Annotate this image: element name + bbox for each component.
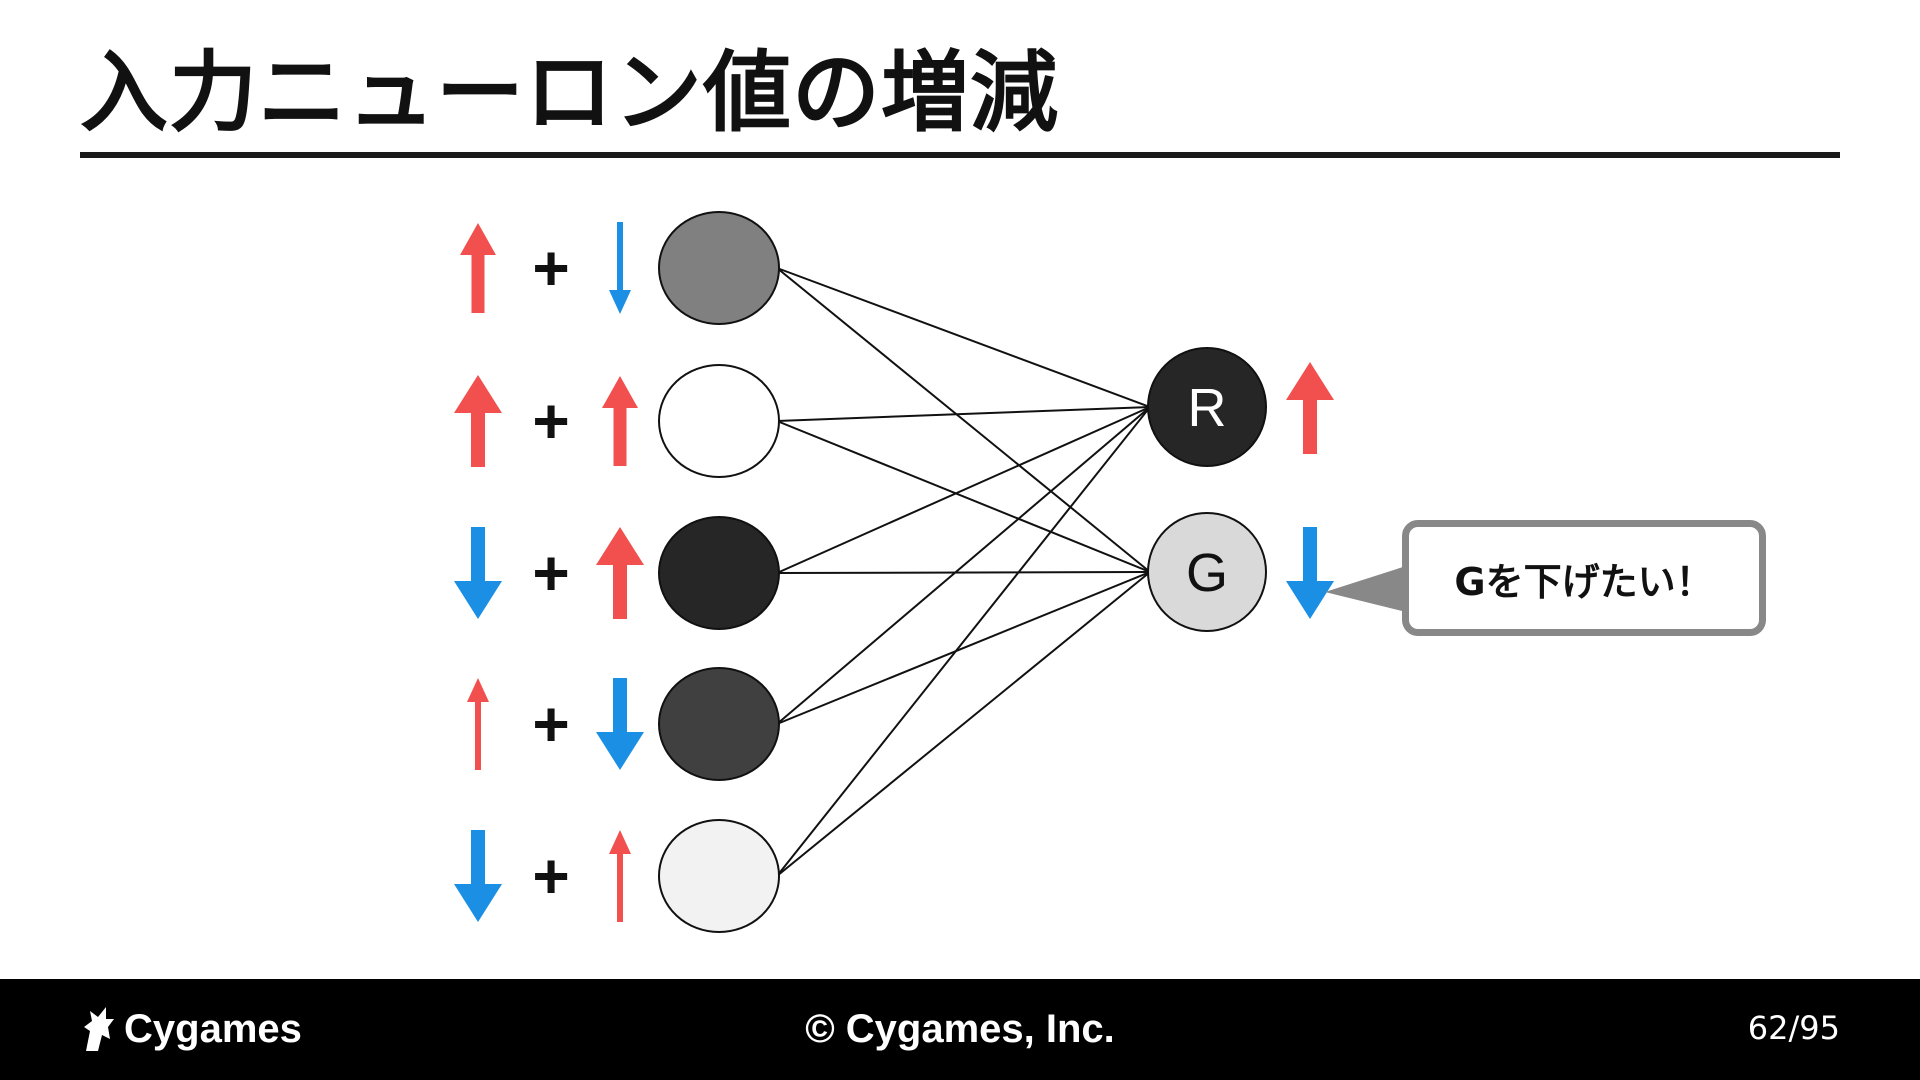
callout-pointer <box>1325 566 1406 612</box>
input-1-right-down-arrow-icon <box>609 222 631 314</box>
input-neuron-2 <box>658 364 780 478</box>
plus-sign: + <box>532 385 569 457</box>
input-neuron-5 <box>658 819 780 933</box>
input-4-right-down-arrow-icon <box>596 678 644 770</box>
slide-title: 入力ニューロン値の増減 <box>80 41 1060 144</box>
page-number: 62/95 <box>1747 1009 1840 1047</box>
copyright-text: © Cygames, Inc. <box>805 1007 1115 1051</box>
input-2-left-up-arrow-icon <box>454 375 502 467</box>
plus-sign: + <box>532 537 569 609</box>
connection-line-1-r <box>776 267 1151 408</box>
footer-bar: Cygames © Cygames, Inc. 62/95 <box>0 979 1920 1080</box>
input-neuron-1 <box>658 211 780 325</box>
input-neuron-4 <box>658 667 780 781</box>
connection-line-5-r <box>776 406 1151 877</box>
input-3-left-down-arrow-icon <box>454 527 502 619</box>
cygames-logo: Cygames <box>80 1001 302 1057</box>
output-r-up-arrow-icon <box>1286 362 1334 454</box>
output-neuron-label-r: R <box>1188 378 1227 438</box>
callout-text: Gを下げたい！ <box>1454 559 1714 604</box>
connection-line-3-g <box>776 571 1151 574</box>
output-neuron-label-g: G <box>1186 543 1228 603</box>
title-underline <box>80 152 1840 158</box>
connection-line-5-g <box>776 571 1151 877</box>
connection-line-2-g <box>776 420 1151 573</box>
input-5-right-up-arrow-icon <box>609 830 631 922</box>
output-neuron-r <box>1147 347 1267 467</box>
connection-line-4-r <box>776 406 1151 725</box>
connection-line-3-r <box>776 406 1151 574</box>
plus-sign: + <box>532 840 569 912</box>
output-g-down-arrow-icon <box>1286 527 1334 619</box>
connection-line-2-r <box>776 406 1151 422</box>
input-5-left-down-arrow-icon <box>454 830 502 922</box>
logo-text: Cygames <box>124 1006 302 1051</box>
input-3-right-up-arrow-icon <box>596 527 644 619</box>
connection-line-4-g <box>776 571 1151 725</box>
input-neuron-3 <box>658 516 780 630</box>
input-1-left-up-arrow-icon <box>460 223 496 313</box>
dragon-logo-icon <box>84 1007 114 1051</box>
plus-sign: + <box>532 232 569 304</box>
output-neuron-g <box>1147 512 1267 632</box>
connection-lines <box>776 267 1151 877</box>
neural-network-diagram: + + + + + R G <box>454 211 1406 933</box>
plus-sign: + <box>532 688 569 760</box>
connection-line-1-g <box>776 267 1151 573</box>
callout-bubble: Gを下げたい！ <box>1402 520 1766 636</box>
input-4-left-up-arrow-icon <box>467 678 489 770</box>
input-2-right-up-arrow-icon <box>602 376 638 466</box>
